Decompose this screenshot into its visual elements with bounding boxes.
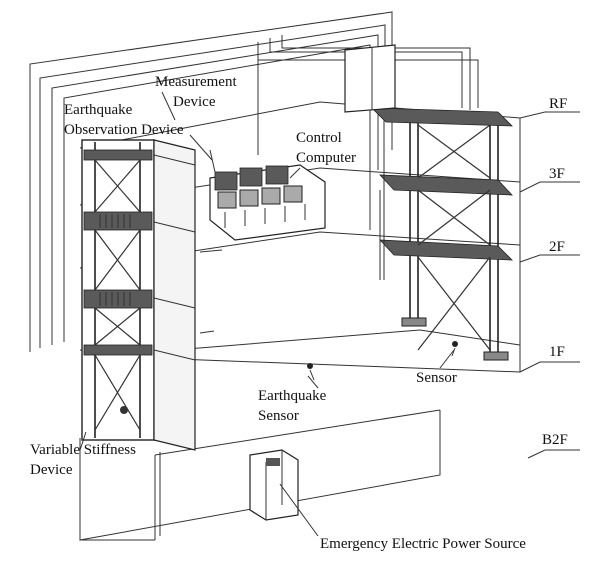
floor-label-rf: RF (549, 96, 567, 112)
floor-label-1f: 1F (549, 344, 565, 360)
control-computer-label-line1: Control (296, 130, 342, 146)
earthquake-sensor-label-line2: Sensor (258, 408, 299, 424)
earthquake-sensor-label-line1: Earthquake (258, 388, 327, 404)
control-computer-label-line2: Computer (296, 150, 356, 166)
leader-lines (79, 91, 580, 537)
sensors (307, 341, 458, 381)
text-labels: Measurement Device Earthquake Observatio… (30, 74, 568, 552)
sensor-label: Sensor (416, 370, 457, 386)
measurement-device-label-line2: Device (173, 94, 216, 110)
emergency-power-label: Emergency Electric Power Source (320, 536, 526, 552)
floor-label-2f: 2F (549, 239, 565, 255)
emergency-power-unit (249, 449, 299, 521)
earthquake-observation-label-line2: Observation Device (64, 122, 184, 138)
floor-label-3f: 3F (549, 166, 565, 182)
variable-stiffness-label-line2: Device (30, 462, 73, 478)
equipment-cluster (209, 149, 326, 241)
right-braced-frame (371, 107, 514, 361)
measurement-device-label-line1: Measurement (155, 74, 237, 90)
left-braced-frame (81, 139, 223, 451)
floor-label-b2f: B2F (542, 432, 568, 448)
earthquake-observation-label-line1: Earthquake (64, 102, 133, 118)
upper-equipment-box (344, 44, 396, 113)
variable-stiffness-label-line1: Variable Stiffness (30, 442, 136, 458)
